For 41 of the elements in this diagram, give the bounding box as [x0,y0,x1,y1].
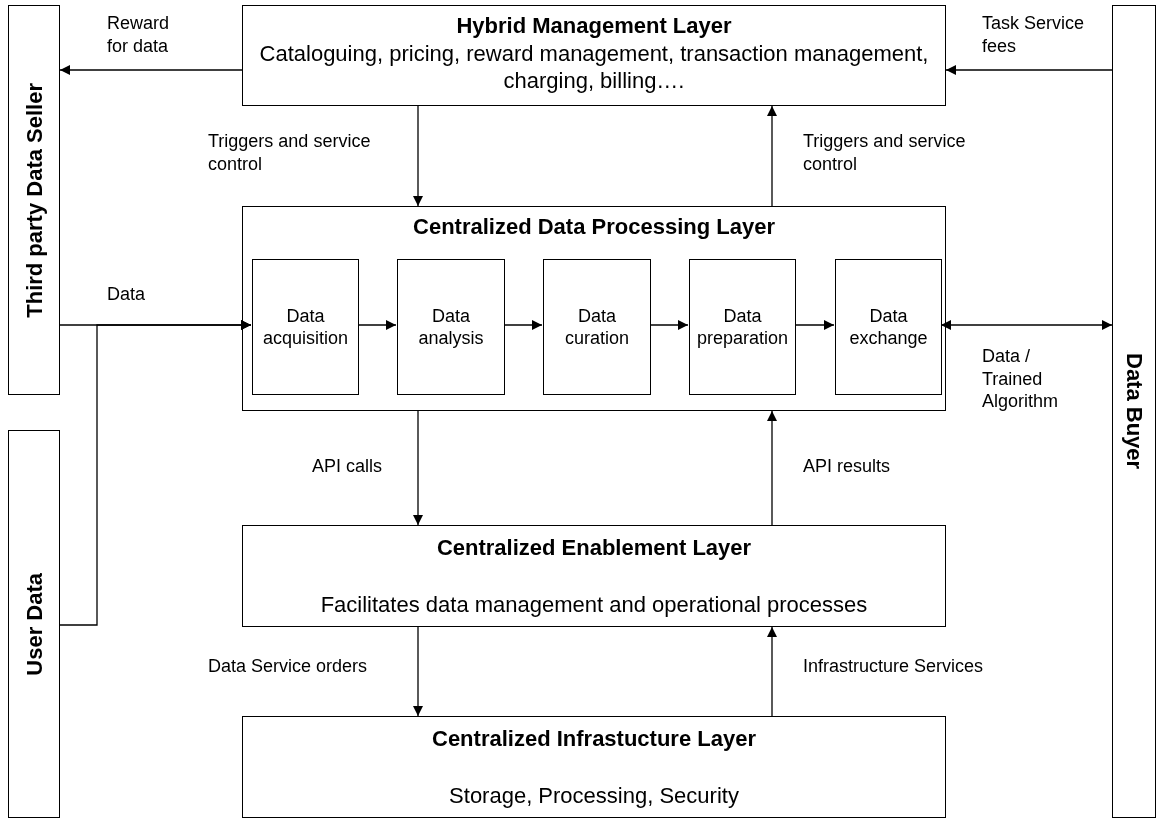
layer-description: Cataloguing, pricing, reward management, transaction management, charging, billing…. [258,39,930,95]
process-step-box [835,259,942,395]
actor-bar [1112,5,1156,818]
arrow [767,626,777,717]
layer-description: Facilitates data management and operational processes [319,590,869,618]
process-step-box [397,259,505,395]
layer-description: Storage, Processing, Security [448,781,740,809]
arrow [59,65,243,75]
actor-title: Third party Data Seller [20,82,48,318]
arrow [767,105,777,207]
process-step-box [252,259,359,395]
arrow [413,105,423,207]
arrow [940,320,1113,330]
step-title: Data acquisition [261,304,350,350]
layer-title: Hybrid Management Layer [456,12,732,40]
arrow [767,410,777,526]
arrow [945,65,1113,75]
arrow [413,410,423,526]
layer-box [242,206,946,411]
arrow [649,320,689,330]
actor-title: User Data [20,572,48,676]
process-step-box [689,259,796,395]
layer-box [242,5,946,106]
step-title: Data exchange [848,304,929,350]
actor-title: Data Buyer [1120,353,1148,470]
step-title: Data preparation [695,304,790,350]
process-step-box [543,259,651,395]
step-title: Data curation [563,304,630,350]
arrow [357,320,397,330]
layer-title: Centralized Enablement Layer [436,534,752,562]
arrow [503,320,543,330]
arrow [794,320,835,330]
step-title: Data analysis [417,304,485,350]
actor-bar [8,5,60,395]
arrow [413,626,423,717]
layer-title: Centralized Infrastucture Layer [432,725,756,753]
layer-box [242,716,946,818]
arrow [59,320,252,626]
layer-box [242,525,946,627]
layer-title: Centralized Data Processing Layer [413,213,775,241]
actor-bar [8,430,60,818]
